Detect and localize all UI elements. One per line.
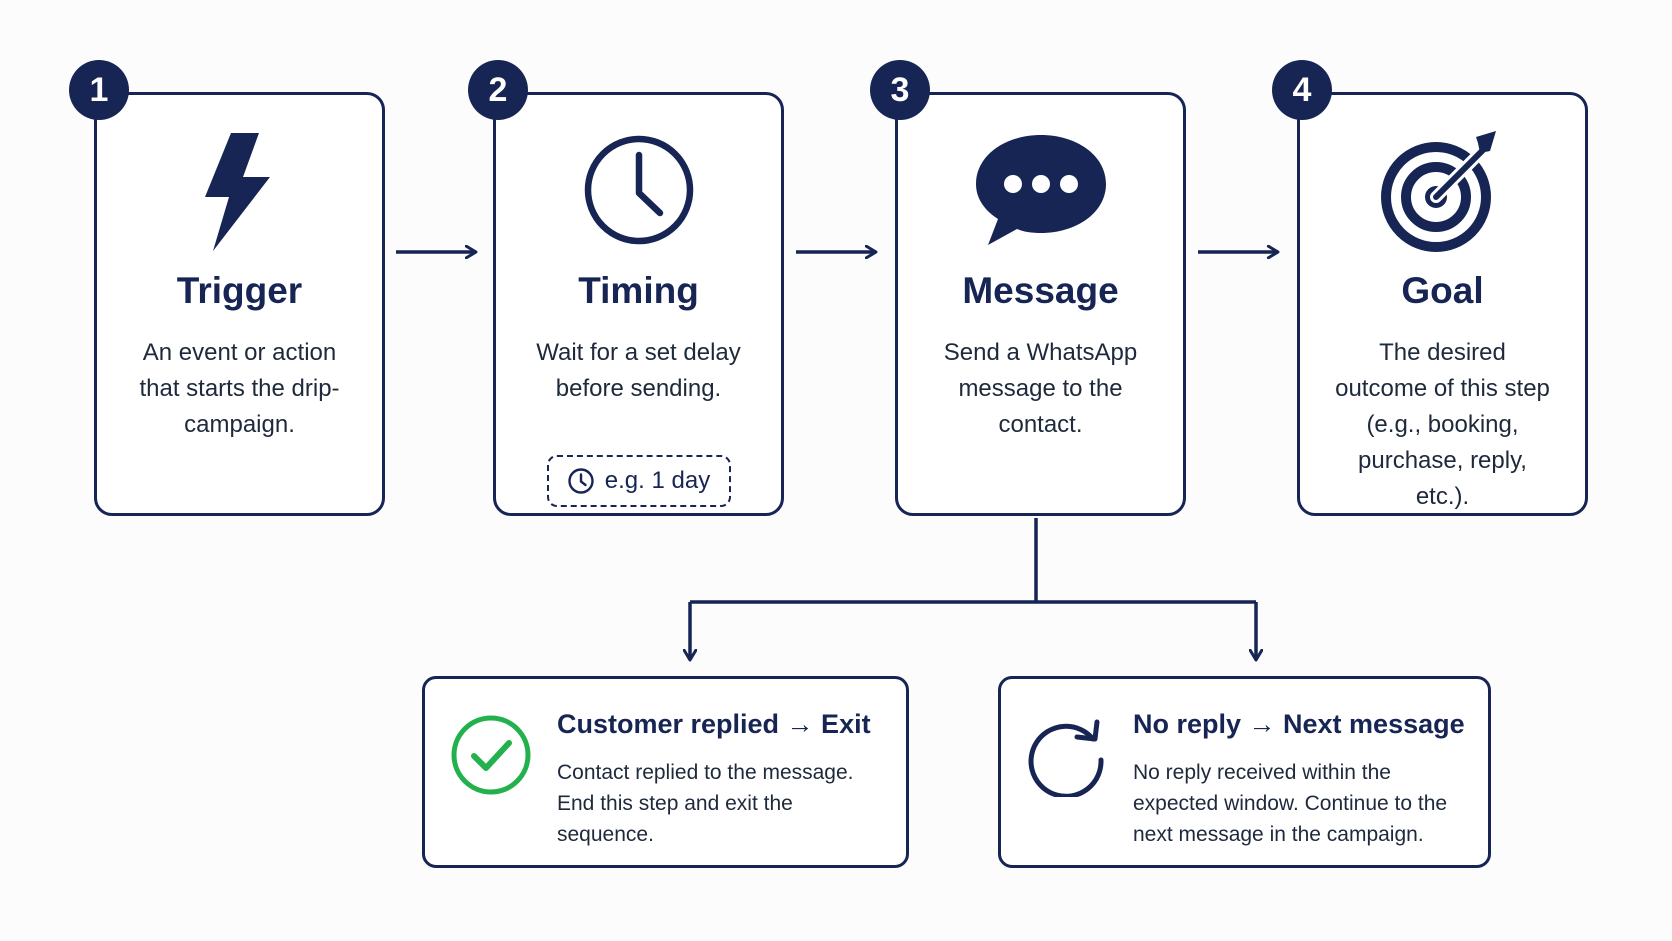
step-card-goal: Goal The desired outcome of this step (e…: [1297, 92, 1588, 516]
step-title: Message: [962, 270, 1119, 311]
target-icon: [1380, 131, 1496, 252]
step-description: The desired outcome of this step (e.g., …: [1335, 339, 1550, 510]
lightning-bolt-icon: [204, 133, 270, 251]
branch-connector: [690, 518, 1256, 604]
outcome-description: No reply received within the expected wi…: [1133, 761, 1448, 846]
clock-icon: [584, 135, 693, 245]
outcome-description: Contact replied to the message. End this…: [557, 761, 854, 846]
step-card-timing: Timing Wait for a set delay before sendi…: [493, 92, 784, 516]
step-4-badge: 4: [1272, 60, 1332, 120]
step-card-message: Message Send a WhatsApp message to the c…: [895, 92, 1186, 516]
step-3-badge: 3: [870, 60, 930, 120]
delay-example-label: e.g. 1 day: [604, 467, 711, 494]
step-card-trigger: Trigger An event or action that starts t…: [94, 92, 385, 516]
step-title: Timing: [578, 270, 699, 311]
chat-bubble-icon: [975, 135, 1106, 245]
step-2-badge: 2: [468, 60, 528, 120]
step-title: Goal: [1401, 270, 1484, 311]
outcome-card-customer-replied: Customer replied → Exit Contact replied …: [422, 676, 909, 868]
outcome-card-no-reply: No reply → Next message No reply receive…: [998, 676, 1491, 868]
step-description: An event or action that starts the drip-…: [139, 339, 340, 438]
step-title: Trigger: [176, 270, 303, 311]
clock-icon: [568, 468, 594, 494]
delay-example-chip: e.g. 1 day: [546, 455, 731, 507]
outcome-title: No reply → Next message: [1133, 709, 1465, 739]
outcome-title: Customer replied → Exit: [557, 709, 871, 739]
step-description: Wait for a set delay before sending.: [536, 339, 741, 402]
refresh-icon: [1028, 719, 1104, 797]
step-description: Send a WhatsApp message to the contact.: [943, 339, 1138, 438]
check-circle-icon: [451, 715, 531, 795]
step-1-badge: 1: [69, 60, 129, 120]
